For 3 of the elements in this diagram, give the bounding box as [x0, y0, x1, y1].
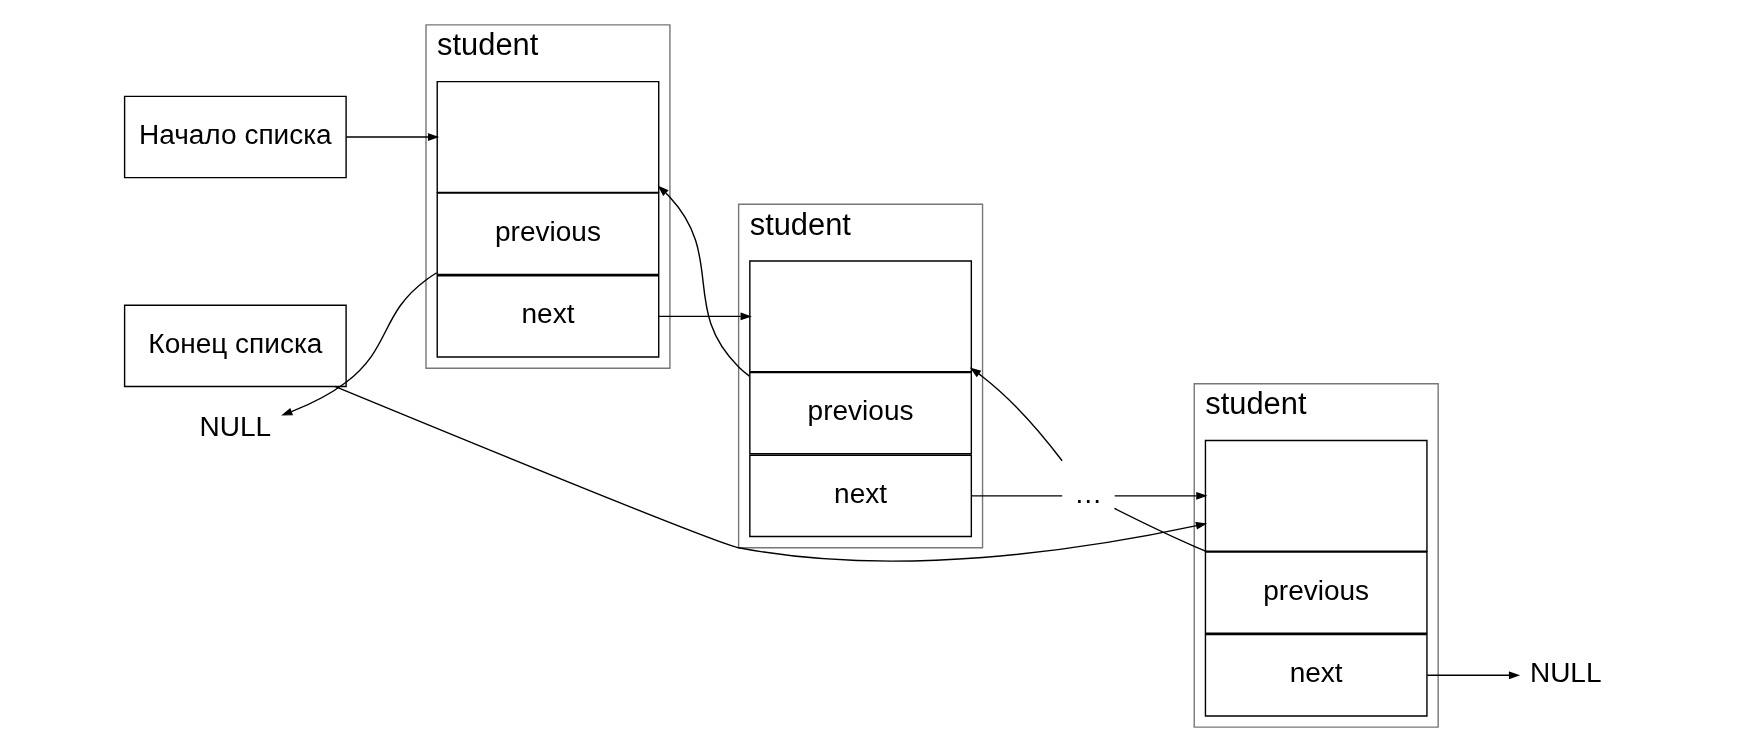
node-text: NULL: [199, 410, 271, 442]
node-text: NULL: [1529, 657, 1602, 689]
node-text: …: [1073, 477, 1102, 509]
